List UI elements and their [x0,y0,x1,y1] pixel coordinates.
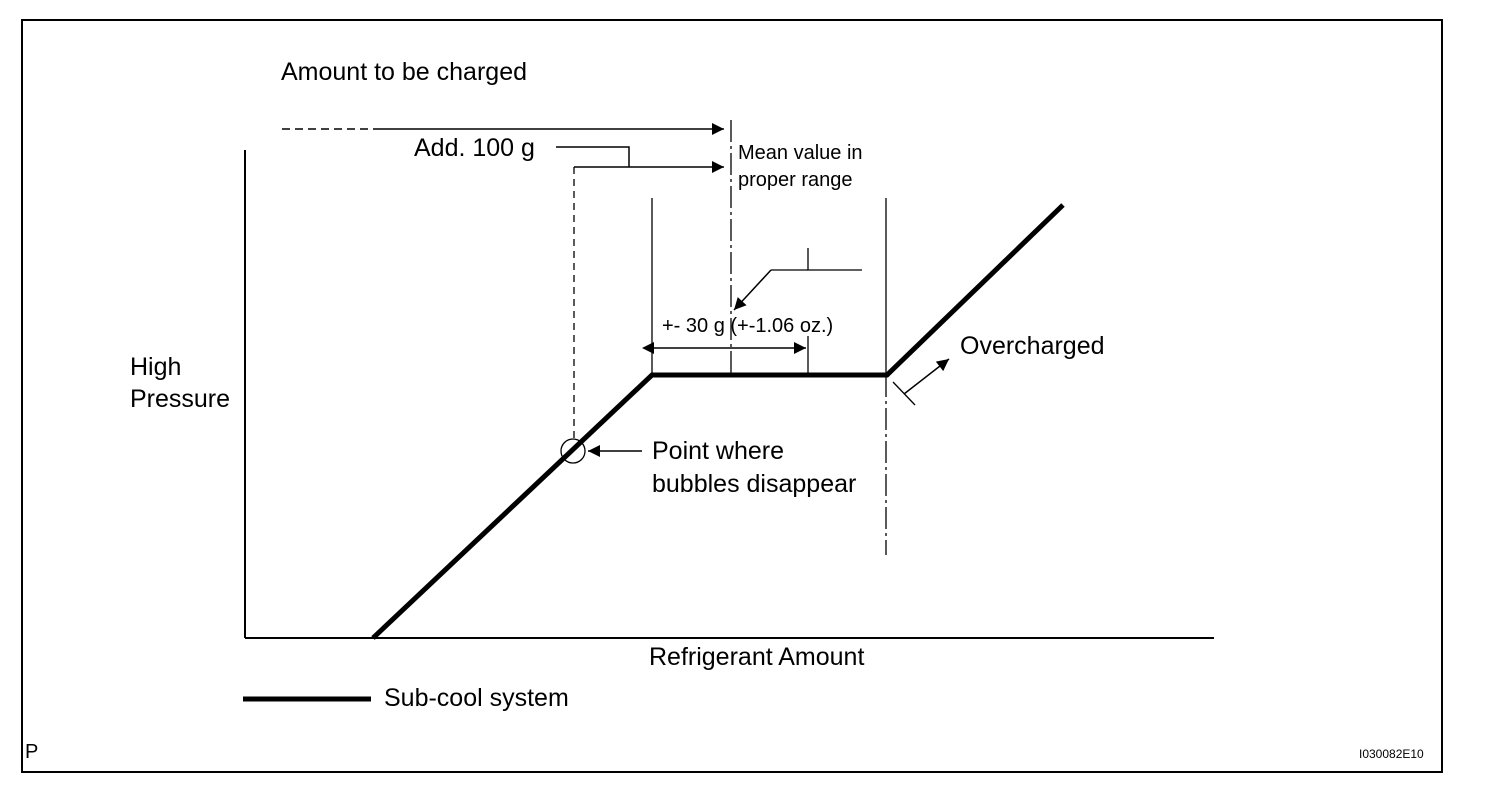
bubbles-point-circle [560,438,586,464]
tolerance-label: +- 30 g (+-1.06 oz.) [662,315,834,337]
add-bracket [556,146,630,167]
tolerance-leader [807,248,862,271]
corner-letter: P [25,741,39,763]
figure-code: I030082E10 [1359,747,1424,761]
mean-label-line1: Mean value in [738,142,863,164]
bubbles-label-line2: bubbles disappear [652,470,857,498]
diagram-frame [21,19,1443,773]
x-axis-label: Refrigerant Amount [649,643,865,671]
diagram-title: Amount to be charged [281,58,527,86]
subcool-curve [371,203,1065,640]
tolerance-leader-arrow [733,269,772,311]
y-axis-label-line1: High [130,353,182,381]
bubbles-label-line1: Point where [652,437,785,465]
add-label: Add. 100 g [414,134,535,162]
overcharged-label: Overcharged [960,332,1105,360]
y-axis-label-line2: Pressure [130,385,231,413]
mean-label-line2: proper range [738,169,853,191]
overcharged-arrow [903,358,950,395]
legend-label: Sub-cool system [384,684,569,712]
